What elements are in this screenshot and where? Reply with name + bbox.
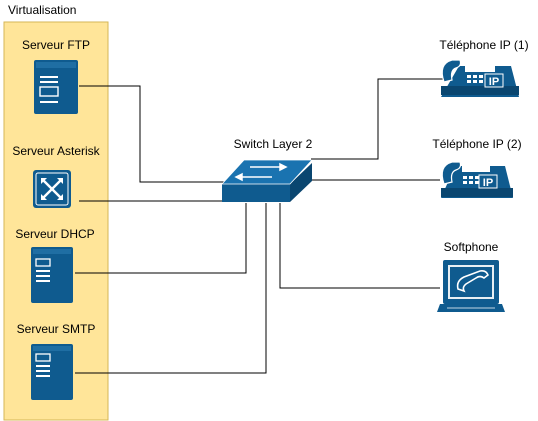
server-dhcp-icon: [31, 247, 73, 303]
svg-text:IP: IP: [483, 177, 493, 189]
ip-phone-2-icon: IP: [441, 161, 513, 198]
virtualisation-group-label: Virtualisation: [8, 3, 77, 17]
softphone-icon: [437, 260, 505, 312]
connectors: [75, 78, 445, 374]
link-ftp-switch: [79, 85, 225, 183]
switch-label: Switch Layer 2: [233, 137, 313, 151]
server-ftp-icon: [34, 60, 78, 114]
ip-phone-1-label: Téléphone IP (1): [439, 38, 529, 52]
ip-phone-1-icon: IP: [441, 59, 519, 97]
server-asterisk-label: Serveur Asterisk: [12, 144, 100, 158]
link-switch-phone1: [311, 78, 445, 160]
link-switch-softphone: [279, 203, 440, 289]
server-smtp-icon: [31, 344, 73, 400]
switch-icon: [221, 159, 313, 202]
softphone-label: Softphone: [443, 240, 499, 254]
server-asterisk-icon: [33, 170, 71, 208]
ip-phone-2-label: Téléphone IP (2): [432, 137, 522, 151]
server-dhcp-label: Serveur DHCP: [15, 227, 95, 241]
svg-text:IP: IP: [489, 76, 499, 88]
server-ftp-label: Serveur FTP: [21, 38, 91, 52]
server-smtp-label: Serveur SMTP: [16, 322, 96, 336]
link-dhcp-switch: [75, 203, 247, 274]
link-smtp-switch: [75, 203, 267, 374]
